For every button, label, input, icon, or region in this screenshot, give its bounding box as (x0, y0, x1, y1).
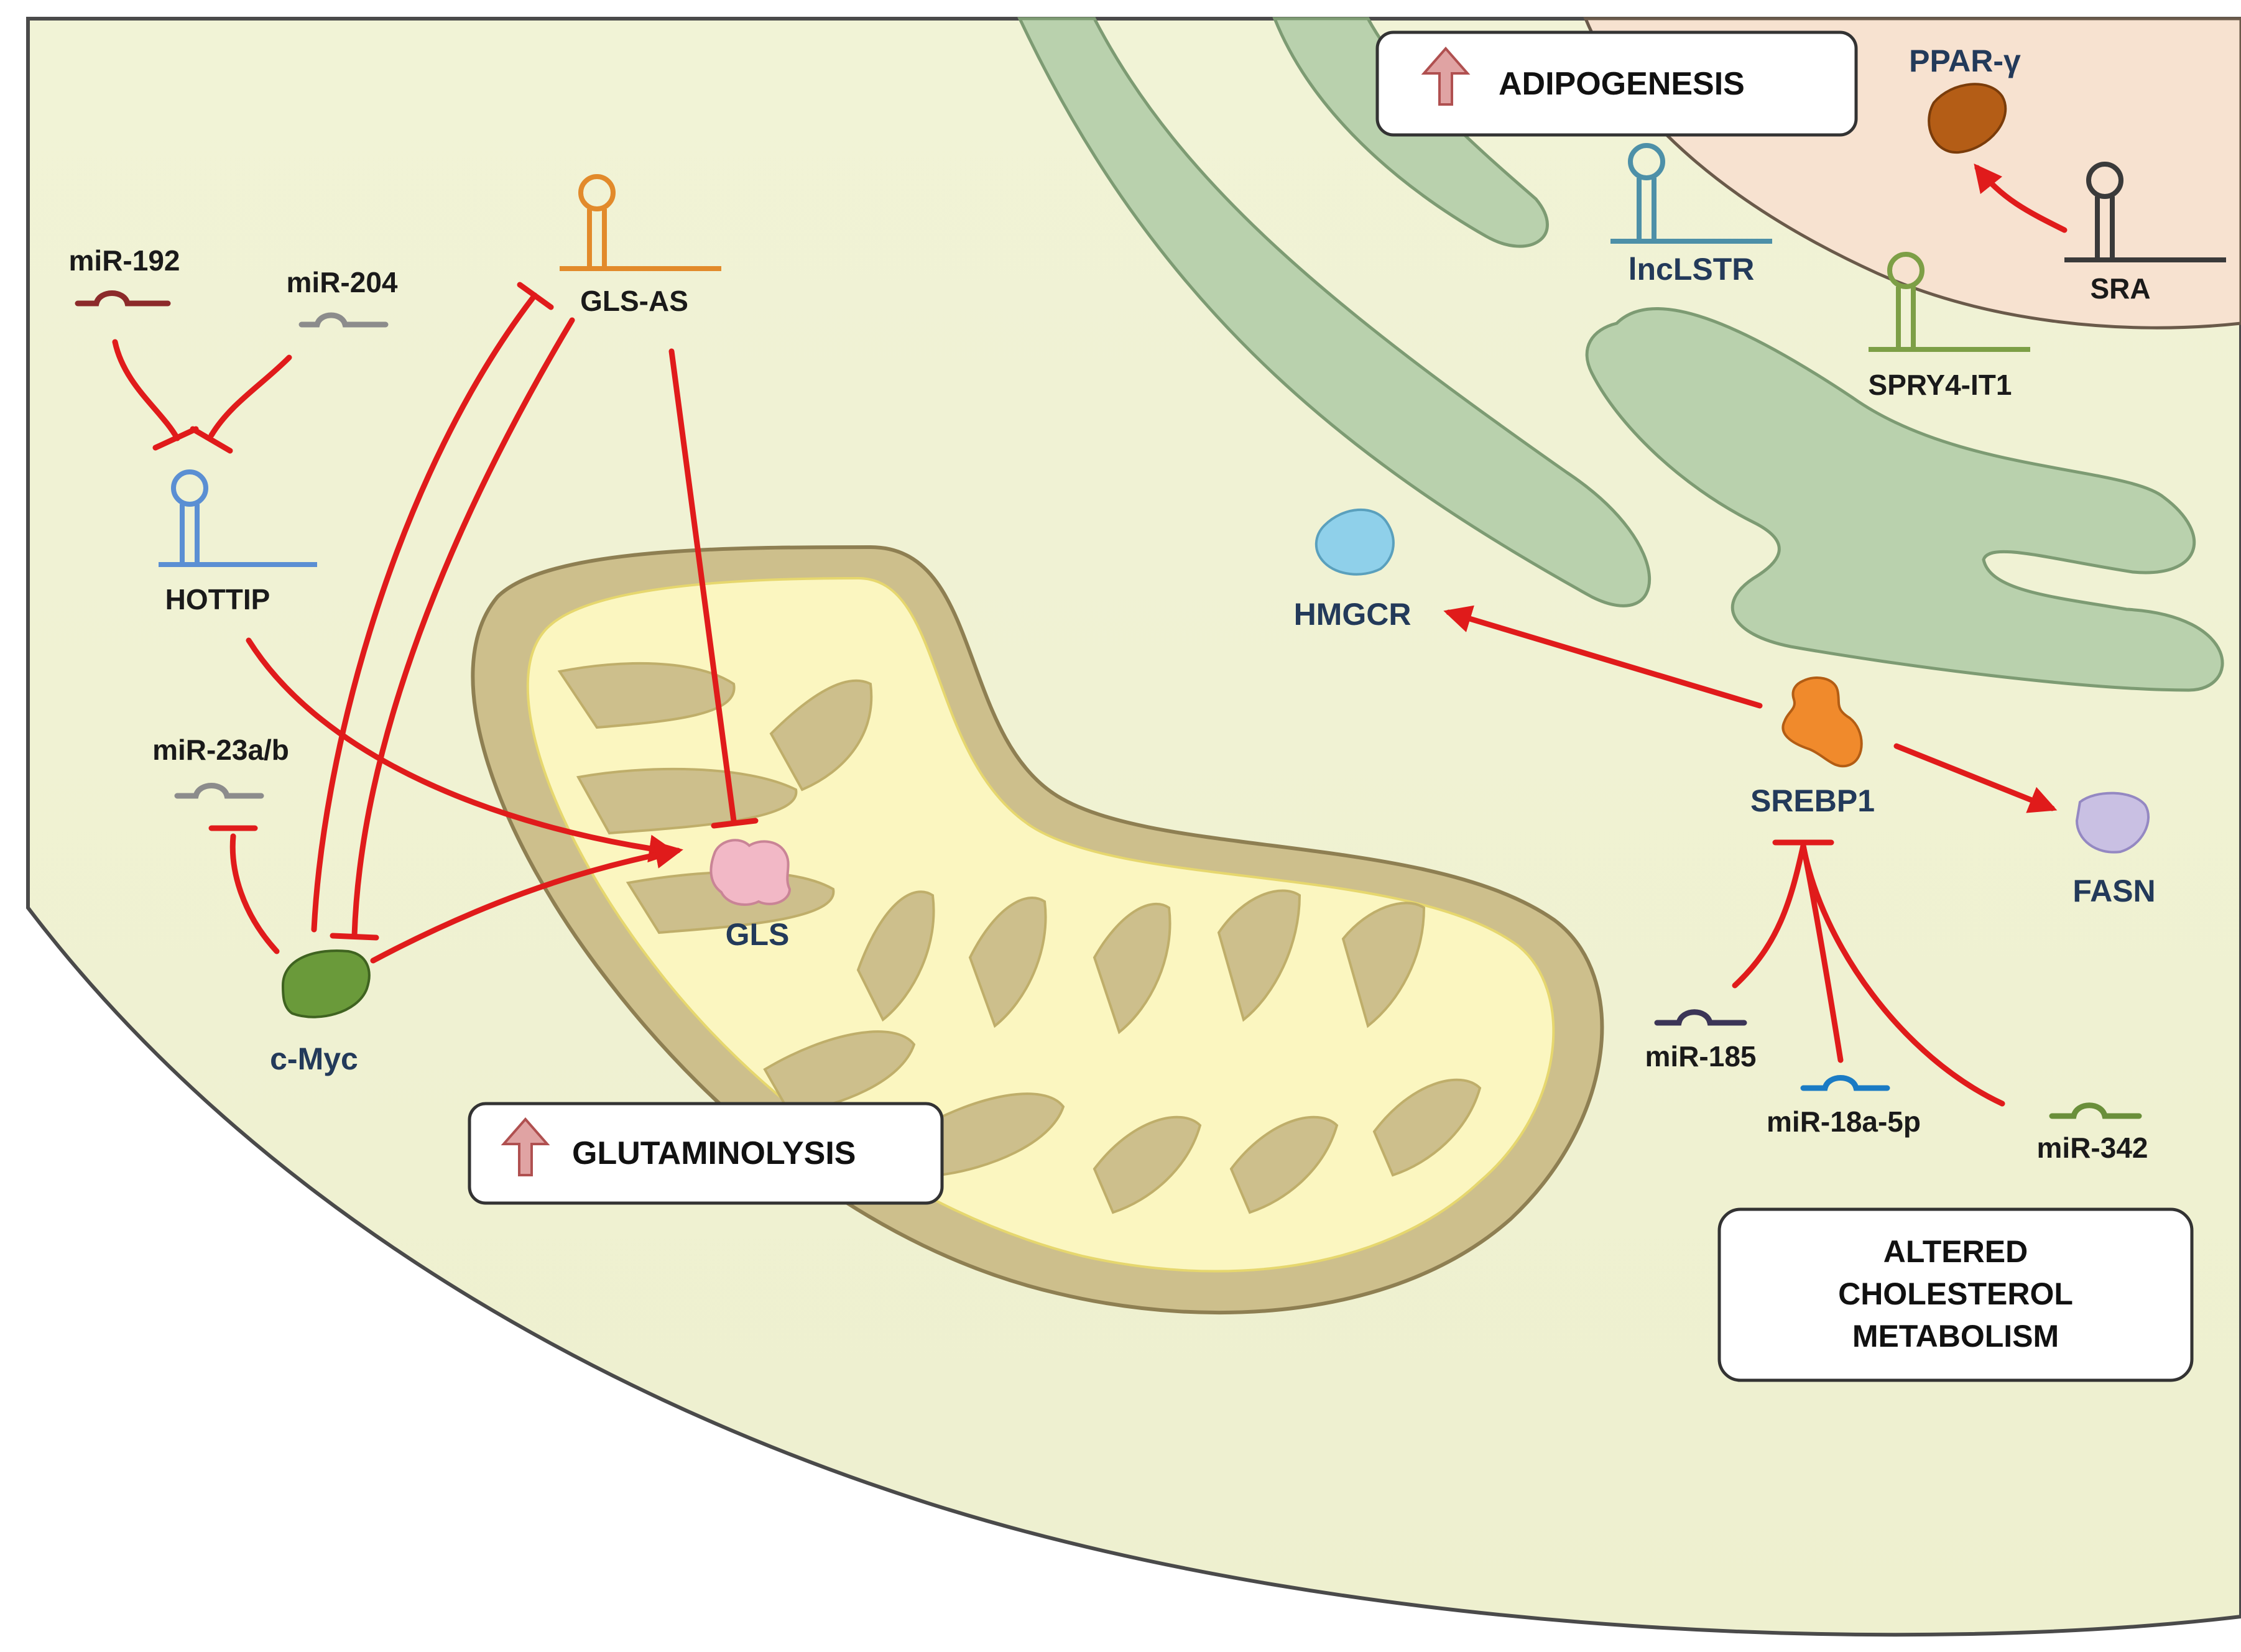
hmgcr-protein (1315, 509, 1395, 576)
srebp1-protein (1781, 676, 1863, 768)
spry4-label: SPRY4-IT1 (1869, 369, 2012, 401)
gls-as-label: GLS-AS (580, 285, 688, 317)
up-arrow-icon (1421, 46, 1471, 106)
glutaminolysis-box: GLUTAMINOLYSIS (468, 1102, 944, 1205)
mir23-label: miR-23a/b (152, 734, 289, 766)
gls-protein (709, 839, 792, 906)
cmyc-protein (281, 949, 371, 1018)
mir342-label: miR-342 (2037, 1132, 2148, 1164)
glutaminolysis-label: GLUTAMINOLYSIS (572, 1135, 856, 1171)
pparg-label: PPAR-γ (1909, 44, 2021, 78)
cholesterol-box: ALTERED CHOLESTEROL METABOLISM (1717, 1207, 2194, 1382)
cholesterol-line-1: ALTERED (1883, 1234, 2028, 1269)
mir192-glyph (75, 290, 171, 307)
fasn-protein (2075, 791, 2150, 854)
cholesterol-line-2: CHOLESTEROL (1838, 1276, 2073, 1311)
spry4-glyph (1869, 252, 2030, 352)
srebp1-label: SREBP1 (1750, 783, 1875, 818)
sra-label: SRA (2090, 272, 2150, 305)
adipogenesis-box: ADIPOGENESIS (1375, 30, 1858, 137)
mir204-glyph (298, 312, 389, 328)
lnclstr-glyph (1610, 143, 1772, 244)
lnclstr-label: lncLSTR (1629, 252, 1755, 287)
gls-label: GLS (726, 917, 790, 952)
mir342-glyph (2049, 1102, 2142, 1119)
gls-as-glyph (560, 174, 721, 271)
interaction-edges (112, 163, 2068, 1107)
sra-glyph (2064, 162, 2226, 262)
mir185-glyph (1654, 1009, 1747, 1026)
hottip-glyph (159, 469, 317, 567)
mir23-glyph (174, 783, 264, 799)
pparg-protein (1928, 83, 2007, 154)
mir192-label: miR-192 (69, 244, 180, 277)
adipogenesis-label: ADIPOGENESIS (1499, 66, 1745, 102)
hottip-label: HOTTIP (165, 583, 270, 616)
cholesterol-line-3: METABOLISM (1852, 1319, 2059, 1354)
mir204-label: miR-204 (287, 266, 398, 298)
cmyc-label: c-Myc (270, 1041, 358, 1076)
hmgcr-label: HMGCR (1294, 597, 1412, 632)
up-arrow-icon (501, 1117, 550, 1176)
mir185-label: miR-185 (1645, 1040, 1757, 1073)
mir18a-label: miR-18a-5p (1767, 1105, 1921, 1138)
mir18a-glyph (1800, 1075, 1890, 1091)
fasn-label: FASN (2072, 874, 2155, 908)
